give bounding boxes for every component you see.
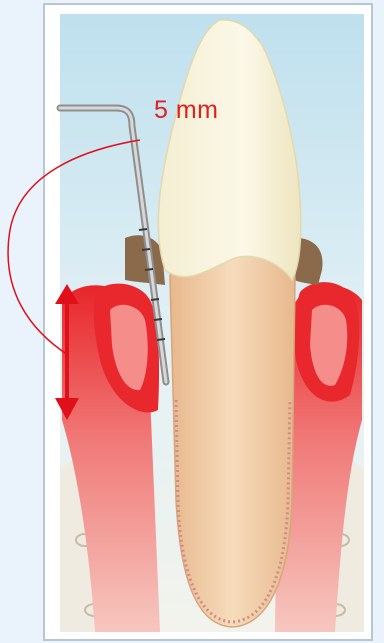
- measurement-label: 5 mm: [154, 96, 219, 125]
- tooth-root: [170, 232, 295, 627]
